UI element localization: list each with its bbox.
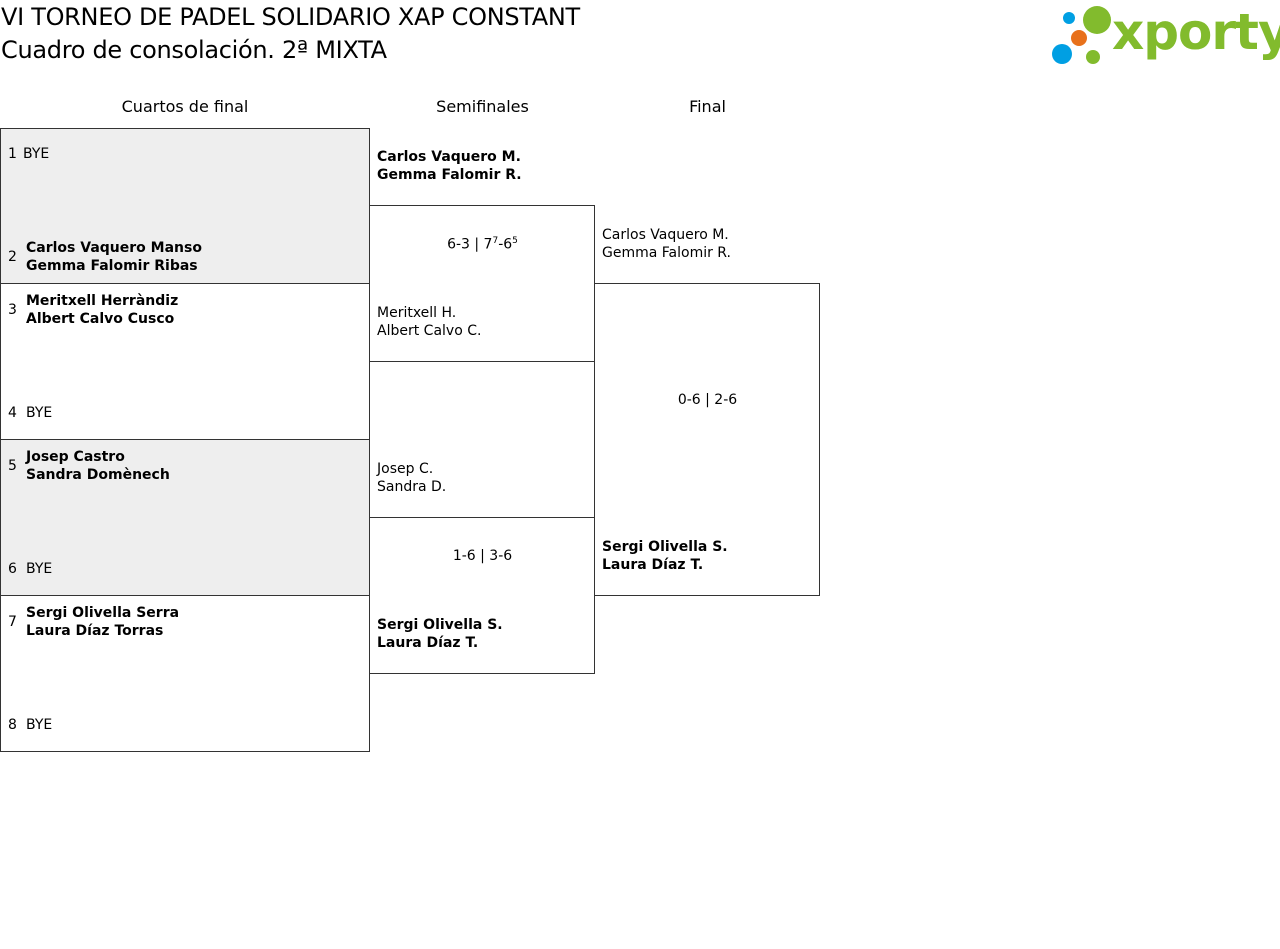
team-slot: BYE bbox=[26, 404, 52, 422]
player-name: Gemma Falomir Ribas bbox=[26, 258, 198, 274]
tournament-title: VI TORNEO DE PADEL SOLIDARIO XAP CONSTAN… bbox=[1, 3, 580, 31]
player-name: Albert Calvo Cusco bbox=[26, 311, 175, 327]
player-name: Laura Díaz T. bbox=[377, 635, 479, 651]
team-slot: Carlos Vaquero Manso Gemma Falomir Ribas bbox=[26, 239, 202, 275]
score-part: -6 bbox=[498, 236, 513, 253]
final-team: Carlos Vaquero M. Gemma Falomir R. bbox=[602, 226, 731, 262]
final-match bbox=[594, 283, 820, 596]
semifinal-score: 1-6 | 3-6 bbox=[452, 548, 513, 564]
player-name: Albert Calvo C. bbox=[377, 323, 482, 339]
player-name: Meritxell H. bbox=[377, 305, 457, 321]
player-name: Laura Díaz T. bbox=[602, 557, 704, 573]
seed-number: 7 bbox=[8, 614, 17, 630]
logo-dot-orange bbox=[1071, 30, 1087, 46]
player-name: Laura Díaz Torras bbox=[26, 623, 164, 639]
quarterfinal-match-3 bbox=[0, 439, 370, 596]
bracket-subtitle: Cuadro de consolación. 2ª MIXTA bbox=[1, 36, 387, 64]
semifinal-team: Josep C. Sandra D. bbox=[377, 460, 446, 496]
logo-text: xporty bbox=[1112, 3, 1280, 61]
seed-number: 6 bbox=[8, 561, 17, 577]
quarterfinal-match-1 bbox=[0, 128, 370, 284]
team-line: BYE bbox=[26, 717, 53, 733]
player-name: Sandra Domènech bbox=[26, 467, 170, 483]
player-name: Josep Castro bbox=[26, 449, 125, 465]
player-name: Meritxell Herràndiz bbox=[26, 293, 179, 309]
team-slot: BYE bbox=[26, 716, 52, 734]
final-score: 0-6 | 2-6 bbox=[677, 392, 738, 408]
semifinal-team: Meritxell H. Albert Calvo C. bbox=[377, 304, 481, 340]
logo-dot-green bbox=[1083, 6, 1111, 34]
team-line: BYE bbox=[23, 146, 50, 162]
player-name: Josep C. bbox=[377, 461, 434, 477]
final-team: Sergi Olivella S. Laura Díaz T. bbox=[602, 538, 728, 574]
semifinal-team: Sergi Olivella S. Laura Díaz T. bbox=[377, 616, 503, 652]
team-slot: Meritxell Herràndiz Albert Calvo Cusco bbox=[26, 292, 178, 328]
player-name: Sergi Olivella S. bbox=[377, 617, 503, 633]
round-header-final: Final bbox=[689, 97, 726, 116]
semifinal-score: 6-3 | 77-65 bbox=[370, 236, 595, 253]
tiebreak-sup: 7 bbox=[492, 236, 499, 246]
seed-number: 3 bbox=[8, 302, 17, 318]
player-name: Gemma Falomir R. bbox=[602, 245, 731, 261]
team-slot: Sergi Olivella Serra Laura Díaz Torras bbox=[26, 604, 179, 640]
player-name: Sandra D. bbox=[377, 479, 447, 495]
round-header-semifinals: Semifinales bbox=[436, 97, 529, 116]
seed-number: 1 bbox=[8, 146, 17, 162]
xporty-logo[interactable]: xporty bbox=[1050, 3, 1280, 66]
seed-number: 2 bbox=[8, 249, 17, 265]
seed-number: 8 bbox=[8, 717, 17, 733]
player-name: Sergi Olivella S. bbox=[602, 539, 728, 555]
seed-number: 5 bbox=[8, 458, 17, 474]
team-slot: BYE bbox=[23, 145, 49, 163]
score-part: 6-3 | 7 bbox=[447, 236, 493, 253]
player-name: Carlos Vaquero M. bbox=[377, 149, 521, 165]
logo-dot-green-small bbox=[1086, 50, 1100, 64]
logo-dot-blue bbox=[1063, 12, 1075, 24]
team-line: BYE bbox=[26, 561, 53, 577]
player-name: Carlos Vaquero Manso bbox=[26, 240, 202, 256]
player-name: Gemma Falomir R. bbox=[377, 167, 522, 183]
semifinal-team: Carlos Vaquero M. Gemma Falomir R. bbox=[377, 148, 522, 184]
logo-dot-blue-big bbox=[1052, 44, 1072, 64]
tiebreak-sup: 5 bbox=[512, 236, 518, 246]
team-line: BYE bbox=[26, 405, 53, 421]
round-header-quarterfinals: Cuartos de final bbox=[121, 97, 249, 116]
team-slot: BYE bbox=[26, 560, 52, 578]
player-name: Carlos Vaquero M. bbox=[602, 227, 729, 243]
player-name: Sergi Olivella Serra bbox=[26, 605, 180, 621]
seed-number: 4 bbox=[8, 405, 17, 421]
team-slot: Josep Castro Sandra Domènech bbox=[26, 448, 170, 484]
